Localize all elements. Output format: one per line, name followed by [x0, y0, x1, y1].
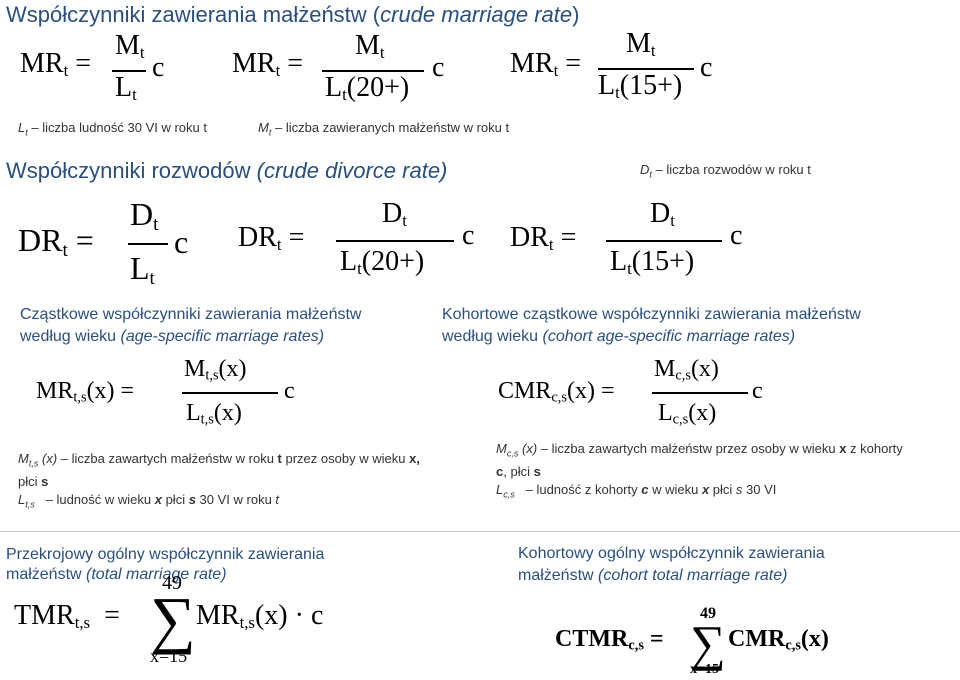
legend-D: Dt – liczba rozwodów w roku t [640, 162, 811, 180]
tmr-sigma: ∑ [150, 584, 196, 655]
ctmr-summand: CMRc,s(x) [728, 626, 829, 654]
cmrcs-denominator: Lc,s(x) [658, 400, 717, 428]
tmr-summand: MRt,s(x) · c [196, 600, 324, 633]
cmrcs-constant: c [752, 378, 763, 404]
age-specific-title: Cząstkowe współczynniki zawierania małże… [20, 306, 362, 345]
dr2-denominator: Lt(20+) [340, 246, 425, 279]
fraction-bar [606, 240, 722, 242]
ctmr-sum-top: 49 [700, 605, 716, 622]
legend-Mcs: Mc,s (x) – liczba zawartych małżeństw pr… [496, 441, 903, 500]
dr2-numerator: Dt [382, 198, 407, 231]
mr3-numerator: Mt [626, 28, 656, 61]
dr2-constant: c [462, 220, 475, 251]
legend-Mts: Mt,s (x) – liczba zawartych małżeństw w … [18, 451, 420, 510]
cmrcs-numerator: Mc,s(x) [654, 356, 719, 384]
mr-formula-2: MRt = [232, 48, 304, 81]
dr1-denominator: Lt [130, 250, 155, 289]
equals-sign: = [75, 48, 92, 79]
fraction-bar [322, 70, 424, 72]
ctmr-sigma: ∑ [690, 615, 726, 671]
marriage-title-italic: crude marriage rate [380, 2, 573, 27]
mr-sub: t [63, 61, 69, 81]
divorce-section-title: Współczynniki rozwodów (crude divorce ra… [6, 158, 448, 183]
marriage-section-title: Współczynniki zawierania małżeństw (crud… [6, 2, 579, 28]
mr1-numerator: Mt [115, 30, 145, 63]
mr2-denominator: Lt(20+) [325, 72, 410, 105]
section-divider [0, 531, 960, 532]
mr1-constant: c [152, 52, 165, 83]
legend-L: Lt – liczba ludność 30 VI w roku t [18, 120, 207, 138]
mr1-denominator: Lt [115, 72, 137, 105]
fraction-bar [598, 68, 694, 70]
marriage-title-end: ) [572, 2, 580, 27]
mr2-numerator: Mt [355, 30, 385, 63]
tmr-title: Przekrojowy ogólny współczynnik zawieran… [6, 546, 325, 583]
mrts-constant: c [284, 378, 295, 404]
dr3-denominator: Lt(15+) [610, 246, 695, 279]
mr-symbol: MR [20, 48, 64, 79]
dr3-constant: c [730, 220, 743, 251]
dr-formula-3: DRt = [510, 222, 577, 255]
mrts-denominator: Lt,s(x) [186, 400, 242, 428]
mrts-formula: MRt,s(x) = [36, 378, 135, 406]
ctmr-formula: CTMRc,s = [555, 626, 664, 654]
mr3-constant: c [700, 52, 713, 83]
dr3-numerator: Dt [650, 198, 675, 231]
mr3-denominator: Lt(15+) [598, 70, 683, 103]
dr1-constant: c [174, 224, 189, 260]
tmr-sum-bottom: x=15 [150, 646, 188, 666]
dr-formula-2: DRt = [238, 222, 305, 255]
marriage-title-text: Współczynniki zawierania małżeństw ( [6, 2, 381, 27]
tmr-formula: TMRt,s = [14, 600, 120, 633]
dr-formula-1: DRt = [18, 222, 94, 261]
mr-formula-3: MRt = [510, 48, 582, 81]
fraction-bar [112, 70, 146, 72]
fraction-bar [128, 243, 168, 245]
cmrcs-formula: CMRc,s(x) = [498, 378, 615, 406]
mr-formula-1: MRt = [20, 48, 91, 81]
legend-M: Mt – liczba zawieranych małżeństw w roku… [258, 120, 510, 138]
cohort-specific-title: Kohortowe cząstkowe współczynniki zawier… [442, 306, 861, 345]
mr2-constant: c [432, 52, 445, 83]
fraction-bar [182, 392, 278, 394]
fraction-bar [652, 392, 748, 394]
tmr-sum-top: 49 [162, 572, 182, 594]
ctmr-title: Kohortowy ogólny współczynnik zawierania… [518, 545, 825, 584]
fraction-bar [336, 240, 454, 242]
dr1-numerator: Dt [130, 196, 159, 235]
ctmr-sum-bottom: x=15 [690, 662, 719, 677]
mrts-numerator: Mt,s(x) [184, 356, 247, 384]
